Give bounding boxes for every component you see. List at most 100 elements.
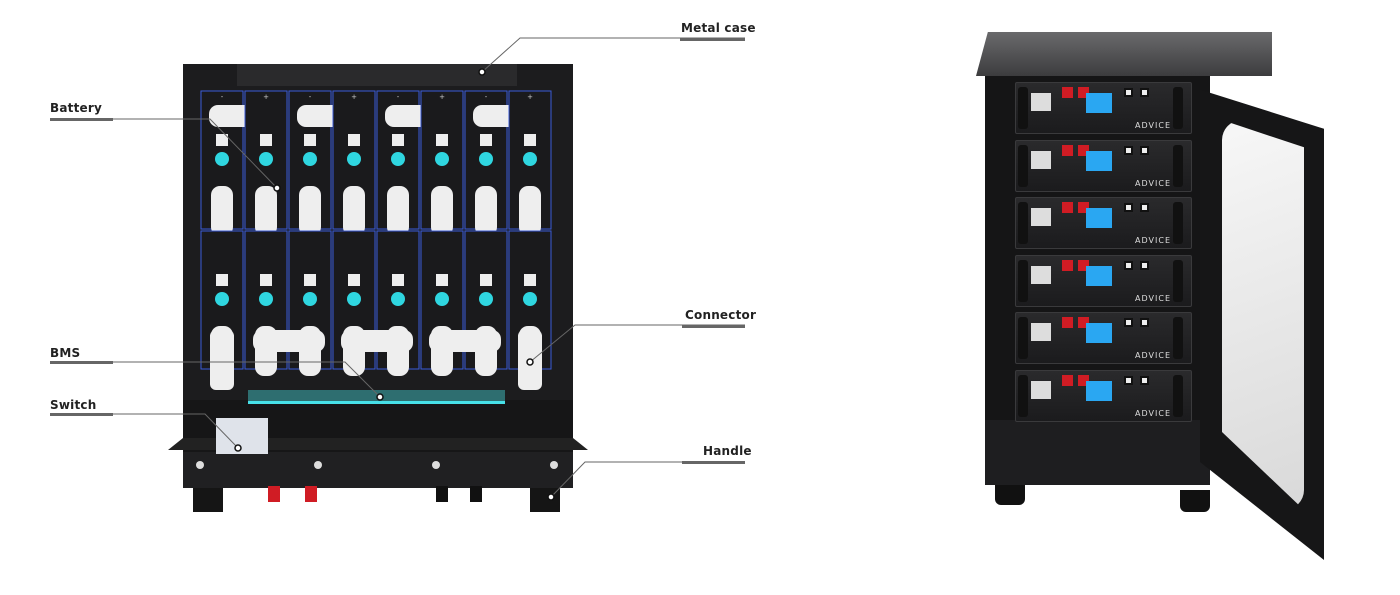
module-brand: ADVICE [1135,236,1171,245]
leader-handle [550,461,745,498]
module-handle [1173,202,1183,244]
battery-module: ADVICE [1015,197,1192,249]
busbar [475,186,497,236]
module-handle [1018,317,1028,359]
module-breaker [1031,93,1051,111]
marker-dot [478,68,486,76]
positive-terminal [1062,87,1073,98]
cell-vent [259,152,273,166]
cell-vent [303,152,317,166]
negative-terminal [1124,260,1133,270]
cell-vent [479,292,493,306]
cell-label [524,134,536,146]
switch [216,418,268,454]
cell-vent [303,292,317,306]
cell-vent [215,292,229,306]
module-handle [1018,374,1028,417]
marker-dot [547,493,555,501]
cell-label [260,134,272,146]
positive-terminal [1062,259,1073,271]
cell-vent [523,292,537,306]
marker-dot [234,444,242,452]
module-handle [1173,317,1183,359]
positive-terminal [1078,87,1089,98]
negative-terminal [1140,88,1149,97]
cell-vent [391,292,405,306]
positive-terminal [1062,202,1073,213]
positive-terminal [268,486,280,502]
label-underline [50,118,113,121]
module-brand: ADVICE [1135,178,1171,188]
cell-label [480,134,492,146]
busbar [299,186,321,236]
negative-terminal [1124,88,1133,97]
cell-label [216,274,228,286]
cell-label [260,274,272,286]
busbar [211,186,233,236]
negative-terminal [1140,145,1149,155]
cell-terminal-sign: + [351,93,357,101]
label-underline [680,38,745,41]
module-lcd [1086,380,1112,401]
marker-dot [273,184,281,192]
module-lcd [1086,323,1112,343]
label-underline [682,461,745,464]
connector-bar [210,330,234,390]
cell-label [392,274,404,286]
cell-label [304,134,316,146]
cell-vent [523,152,537,166]
module-handle [1173,259,1183,302]
positive-terminal [305,486,317,502]
label-connector: Connector [685,308,757,322]
module-breaker [1031,208,1051,226]
cell-vent [479,152,493,166]
busbar [429,330,501,352]
cell-vent [215,152,229,166]
cabinet-base [985,420,1210,485]
cell-label [348,134,360,146]
negative-terminal [1140,260,1149,270]
cell-terminal-sign: - [485,93,488,101]
label-handle: Handle [703,444,752,458]
label-underline [50,413,113,416]
leader-bms [50,361,381,398]
battery-module: ADVICE [1015,369,1192,422]
leader-metal-case [481,37,745,73]
cell-label [392,134,404,146]
cell-label [480,274,492,286]
label-bms: BMS [50,346,81,360]
module-lcd [1086,208,1112,228]
busbar [431,186,453,236]
battery-module: ADVICE [1015,139,1192,192]
negative-terminal [1124,375,1133,385]
busbar [253,330,325,352]
module-breaker [1031,150,1051,169]
positive-terminal [1078,374,1089,386]
cabinet-foot [995,485,1025,505]
negative-terminal [1124,318,1133,327]
label-metal-case: Metal case [681,21,756,35]
busbar [519,186,541,236]
module-handle [1173,374,1183,417]
flange [168,438,588,450]
positive-terminal [1078,317,1089,328]
cell-terminal-sign: - [309,93,312,101]
module-brand: ADVICE [1135,293,1171,303]
front-panel [183,452,573,488]
cell-vent [347,292,361,306]
positive-terminal [1078,202,1089,213]
battery-module: ADVICE [1015,312,1192,364]
screw [550,461,558,469]
screw [432,461,440,469]
module-handle [1173,87,1183,129]
cell-label [436,274,448,286]
module-lcd [1086,265,1112,286]
cell-terminal-sign: - [397,93,400,101]
busbar [343,186,365,236]
cell-terminal-sign: - [221,93,224,101]
cell-terminal-sign: + [527,93,533,101]
module-lcd [1086,150,1112,171]
cabinet-foot [1180,490,1210,512]
cell-label [524,274,536,286]
